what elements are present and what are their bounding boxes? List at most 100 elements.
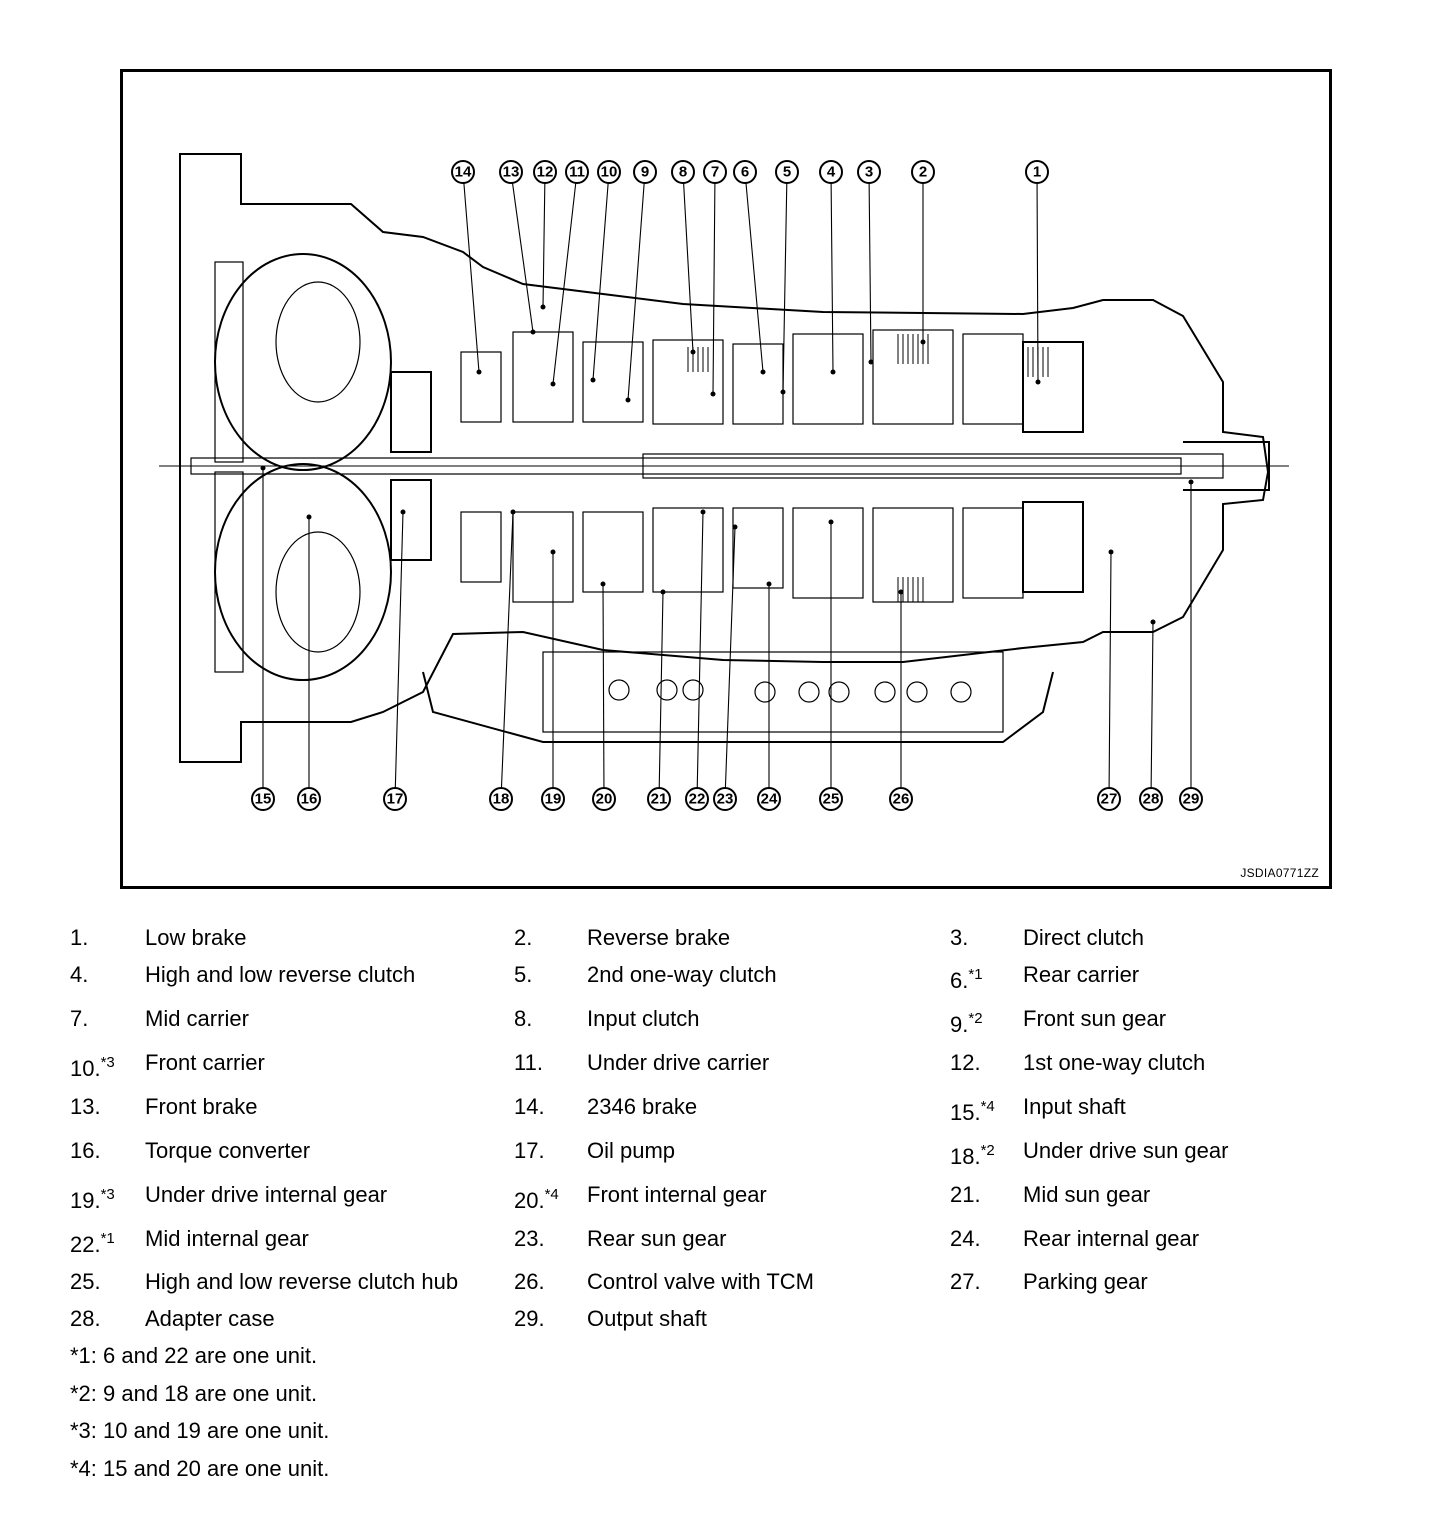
svg-text:13: 13 (503, 164, 520, 181)
svg-text:14: 14 (455, 164, 472, 181)
legend-number-text: 18. (950, 1144, 981, 1169)
leader-dot-4 (830, 369, 836, 375)
legend-number: 20.*4 (514, 1186, 559, 1214)
leader-line-4 (830, 171, 834, 373)
legend-footnote-mark: *1 (968, 966, 983, 983)
transmission-case-outline (179, 153, 1270, 763)
svg-text:2: 2 (919, 164, 927, 181)
legend-number: 18.*2 (950, 1143, 995, 1170)
callout-27: 27 (1097, 787, 1121, 811)
callout-20: 20 (592, 787, 616, 811)
svg-text:26: 26 (893, 791, 910, 808)
converter-cover-upper (214, 261, 244, 463)
leader-line-3 (868, 171, 872, 363)
legend-footnote-mark: *3 (100, 1186, 115, 1203)
legend-label: 2346 brake (587, 1094, 698, 1119)
leader-line-9 (627, 171, 646, 401)
legend-label: 2nd one-way clutch (587, 962, 777, 987)
oil-pump-lower (390, 479, 432, 561)
legend-label: Under drive carrier (587, 1050, 770, 1075)
callout-23: 23 (713, 787, 737, 811)
leader-line-7 (712, 171, 716, 395)
oil-pump-upper (390, 371, 432, 453)
legend-number: 19.*3 (70, 1186, 115, 1214)
leader-dot-12 (540, 304, 546, 310)
legend-number: 25. (70, 1269, 101, 1295)
callout-6: 6 (733, 160, 757, 184)
callout-29: 29 (1179, 787, 1203, 811)
legend-label: High and low reverse clutch hub (145, 1269, 459, 1294)
legend-number: 24. (950, 1226, 981, 1252)
svg-text:7: 7 (711, 164, 719, 181)
legend-number-text: 19. (70, 1188, 101, 1213)
legend-number-text: 21. (950, 1182, 981, 1207)
legend-label: Mid sun gear (1023, 1182, 1151, 1207)
svg-text:5: 5 (783, 164, 791, 181)
legend-number: 10.*3 (70, 1055, 115, 1082)
svg-text:6: 6 (741, 164, 749, 181)
callout-10: 10 (597, 160, 621, 184)
leader-dot-25 (828, 519, 834, 525)
legend-number-text: 7. (70, 1006, 89, 1031)
callout-13: 13 (499, 160, 523, 184)
legend-number: 2. (514, 925, 532, 951)
svg-text:1: 1 (1033, 164, 1041, 181)
svg-text:3: 3 (865, 164, 873, 181)
legend-number: 9.*2 (950, 1011, 983, 1038)
legend-number: 21. (950, 1182, 981, 1208)
legend-number: 16. (70, 1138, 101, 1164)
leader-dot-28 (1150, 619, 1156, 625)
leader-line-27 (1108, 551, 1112, 800)
legend-footnote-mark: *1 (100, 1230, 115, 1247)
callout-1: 1 (1025, 160, 1049, 184)
svg-text:20: 20 (596, 791, 613, 808)
svg-text:12: 12 (537, 164, 554, 181)
legend-number: 17. (514, 1138, 545, 1164)
legend-number: 8. (514, 1006, 532, 1032)
callout-17: 17 (383, 787, 407, 811)
valve-plugs (608, 679, 972, 703)
leader-line-10 (592, 171, 610, 381)
leader-dot-19 (550, 549, 556, 555)
legend-number: 12. (950, 1050, 981, 1076)
legend-label: Under drive sun gear (1023, 1138, 1229, 1163)
legend-label: Reverse brake (587, 925, 731, 950)
leader-dot-24 (766, 581, 772, 587)
legend-number-text: 28. (70, 1306, 101, 1331)
legend-number-text: 13. (70, 1094, 101, 1119)
turbine-lower (275, 531, 361, 653)
svg-text:21: 21 (651, 791, 668, 808)
legend-number: 29. (514, 1306, 545, 1332)
svg-text:24: 24 (761, 791, 778, 808)
legend-label: Under drive internal gear (145, 1182, 388, 1207)
leader-dot-27 (1108, 549, 1114, 555)
legend-note: *4: 15 and 20 are one unit. (70, 1456, 330, 1481)
leader-dot-17 (400, 509, 406, 515)
svg-text:19: 19 (545, 791, 562, 808)
callout-24: 24 (757, 787, 781, 811)
svg-text:22: 22 (689, 791, 706, 808)
legend-number-text: 14. (514, 1094, 545, 1119)
legend-label: Front carrier (145, 1050, 265, 1075)
leader-line-1 (1036, 171, 1039, 383)
leader-line-5 (782, 171, 788, 393)
parking-gear-shape (1022, 501, 1084, 593)
leader-line-21 (658, 591, 664, 800)
leader-line-17 (394, 511, 404, 800)
svg-text:25: 25 (823, 791, 840, 808)
callout-25: 25 (819, 787, 843, 811)
legend-footnote-mark: *4 (544, 1186, 559, 1203)
legend-label: Input clutch (587, 1006, 700, 1031)
legend-number-text: 15. (950, 1100, 981, 1125)
legend-label: Control valve with TCM (587, 1269, 814, 1294)
leader-dot-10 (590, 377, 596, 383)
legend-label: Front sun gear (1023, 1006, 1167, 1031)
callout-9: 9 (633, 160, 657, 184)
callout-28: 28 (1139, 787, 1163, 811)
svg-text:23: 23 (717, 791, 734, 808)
legend-label: High and low reverse clutch (145, 962, 416, 987)
svg-text:15: 15 (255, 791, 272, 808)
leader-dot-29 (1188, 479, 1194, 485)
